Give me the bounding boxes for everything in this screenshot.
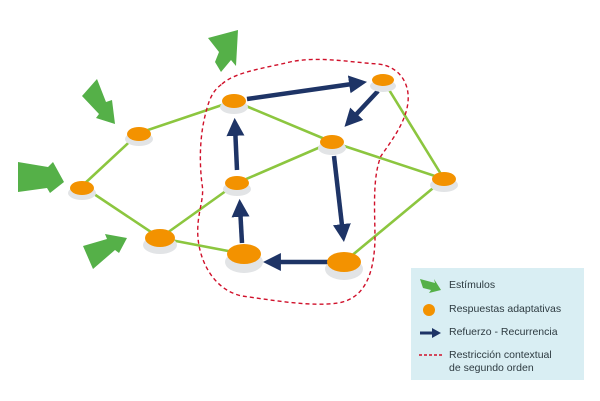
legend-item-reinforcement: Refuerzo - Recurrencia	[411, 323, 584, 343]
stimulus-arrow-icon	[82, 79, 115, 124]
restriction-boundary	[197, 58, 409, 305]
legend-item-restriction: Restricción contextual de segundo orden	[411, 346, 584, 376]
red-dashed-line-icon	[419, 354, 443, 356]
legend: Estímulos Respuestas adaptativas Refuerz…	[411, 268, 584, 380]
node	[143, 229, 177, 254]
legend-label: Restricción contextual de segundo orden	[449, 349, 552, 375]
reinforcement-arrows	[226, 75, 380, 271]
node	[68, 181, 96, 200]
stimulus-arrow-icon	[18, 162, 64, 193]
node	[430, 172, 458, 192]
legend-label-line: Restricción contextual	[449, 349, 552, 361]
node	[370, 74, 396, 92]
stimulus-arrow-icon	[208, 30, 238, 72]
legend-item-adaptive-responses: Respuestas adaptativas	[411, 300, 584, 320]
legend-label: Respuestas adaptativas	[449, 303, 562, 315]
nodes	[68, 74, 458, 280]
legend-label-line: de segundo orden	[449, 362, 534, 374]
legend-label: Estímulos	[449, 279, 496, 291]
stimulus-arrow-icon	[83, 234, 127, 269]
legend-label: Refuerzo - Recurrencia	[449, 326, 558, 338]
node	[223, 176, 251, 196]
node	[125, 127, 153, 146]
blue-arrow-icon	[420, 328, 441, 338]
stimulus-arrows	[18, 30, 238, 269]
node	[325, 252, 363, 280]
legend-item-stimuli: Estímulos	[411, 276, 584, 296]
green-arrow-icon	[420, 279, 441, 293]
node	[225, 244, 263, 273]
node	[318, 135, 346, 155]
orange-node-icon	[423, 304, 435, 316]
connection-lines	[80, 78, 446, 264]
node	[220, 94, 248, 114]
